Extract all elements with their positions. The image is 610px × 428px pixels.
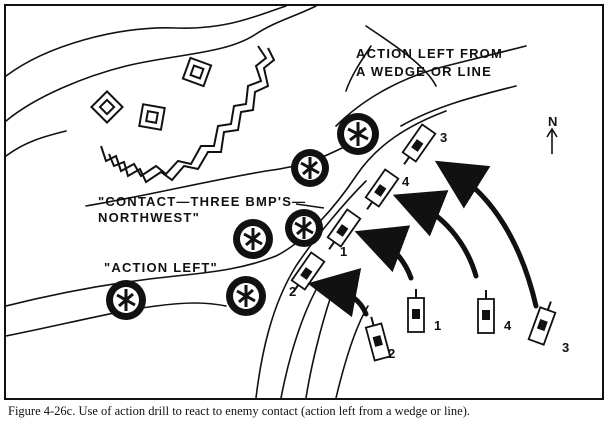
contour-line <box>335 45 527 127</box>
bunker-icon <box>90 90 124 124</box>
contact-report-line1: "CONTACT—THREE BMP'S— <box>98 194 307 209</box>
vehicle-number: 4 <box>402 174 410 189</box>
vehicle-number: 4 <box>504 318 512 333</box>
callout-leader <box>295 203 325 209</box>
contact-report-line2: NORTHWEST" <box>98 210 200 225</box>
movement-arrow <box>354 225 414 281</box>
road-edge <box>335 305 369 398</box>
road-edge <box>305 295 332 398</box>
tree-icon <box>226 276 266 316</box>
tree-icon <box>285 209 323 247</box>
tree-icon <box>106 280 146 320</box>
movement-arrow <box>392 190 479 279</box>
road-edge <box>6 110 447 307</box>
contour-line <box>6 130 67 157</box>
vehicle-icon <box>401 123 437 165</box>
bunker-icon <box>138 103 166 131</box>
tree-icon <box>337 113 379 155</box>
vehicle-number: 2 <box>289 284 297 299</box>
movement-arrow <box>307 268 369 318</box>
figure-caption: Figure 4-26c. Use of action drill to rea… <box>8 404 470 418</box>
contour-line <box>400 85 517 127</box>
movement-arrow <box>434 160 539 309</box>
north-label: N <box>548 114 559 129</box>
action-left-command: "ACTION LEFT" <box>104 260 218 275</box>
contour-line <box>365 25 437 87</box>
vehicle-number: 2 <box>388 346 396 361</box>
bunker-icon <box>181 56 213 88</box>
contour-line <box>6 6 287 77</box>
north-arrow-icon <box>546 127 558 154</box>
vehicle-number: 3 <box>440 130 448 145</box>
tree-icon <box>233 219 273 259</box>
vehicle-icon <box>407 289 425 333</box>
figure-frame: ACTION LEFT FROM A WEDGE OR LINE "CONTAC… <box>4 4 604 400</box>
vehicle-icon <box>477 290 495 334</box>
tree-icon <box>291 149 329 187</box>
action-left-heading-line2: A WEDGE OR LINE <box>356 64 492 79</box>
contour-line <box>6 6 317 122</box>
vehicle-icon <box>527 301 557 346</box>
road-edge <box>255 180 367 398</box>
road-edge <box>280 280 322 398</box>
enemy-position <box>90 45 276 184</box>
vehicle-icon <box>364 168 400 210</box>
action-left-heading-line1: ACTION LEFT FROM <box>356 46 504 61</box>
diagram-art <box>6 6 558 398</box>
contour-line <box>345 45 372 92</box>
road-edge <box>6 302 227 337</box>
vehicle-number: 3 <box>562 340 570 355</box>
vehicle-number: 1 <box>340 244 348 259</box>
vehicle-icon <box>364 316 392 362</box>
vehicle-icon <box>326 208 362 250</box>
vehicle-number: 1 <box>434 318 442 333</box>
